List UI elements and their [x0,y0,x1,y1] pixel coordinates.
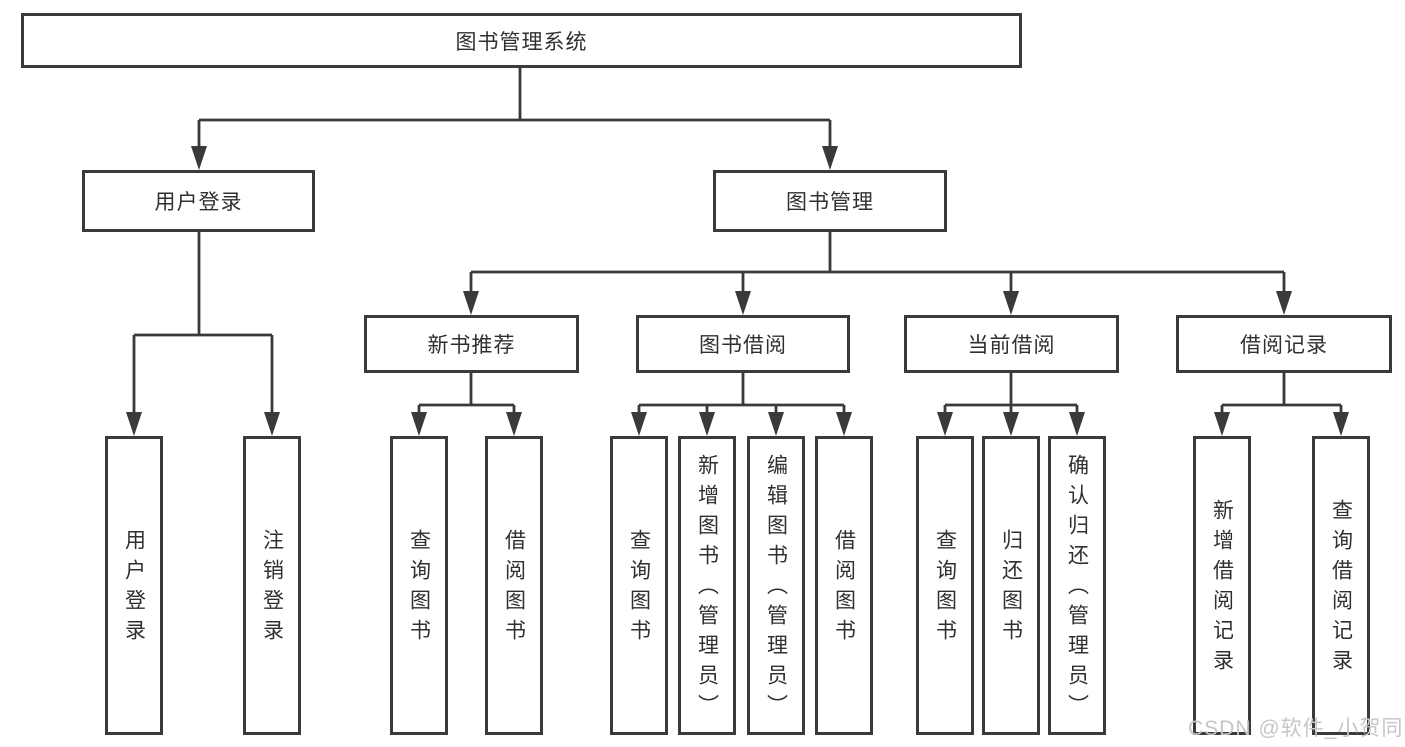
watermark: CSDN @软件_小贺同学 [1188,717,1405,740]
node-user-login: 用户登录 [82,170,315,232]
leaf-query-borrow-record: 查询借阅记录 [1312,436,1370,735]
leaf-recommend-borrow-book: 借阅图书 [485,436,543,735]
leaf-edit-book-admin: 编辑图书（管理员） [747,436,805,735]
node-new-book-recommendation: 新书推荐 [364,315,579,373]
node-borrowing-records: 借阅记录 [1176,315,1392,373]
leaf-logout: 注销登录 [243,436,301,735]
connector-user-login-leaves [126,231,280,436]
connector-records-leaves [1214,372,1349,436]
leaf-return-book: 归还图书 [982,436,1040,735]
connector-current-leaves [937,372,1085,436]
leaf-add-borrow-record: 新增借阅记录 [1193,436,1251,735]
leaf-add-book-admin: 新增图书（管理员） [678,436,736,735]
leaf-borrow-book: 借阅图书 [815,436,873,735]
leaf-confirm-return-admin: 确认归还（管理员） [1048,436,1106,735]
leaf-recommend-query-book: 查询图书 [390,436,448,735]
node-book-borrowing: 图书借阅 [636,315,850,373]
node-book-management: 图书管理 [713,170,947,232]
node-root: 图书管理系统 [21,13,1022,68]
connector-root-branches [191,68,838,170]
connector-recommend-leaves [411,372,522,436]
connector-borrowing-leaves [631,372,852,436]
leaf-borrowing-query-book: 查询图书 [610,436,668,735]
leaf-user-login: 用户登录 [105,436,163,735]
connector-book-management-groups [463,231,1292,315]
node-current-borrowing: 当前借阅 [904,315,1119,373]
leaf-current-query-book: 查询图书 [916,436,974,735]
